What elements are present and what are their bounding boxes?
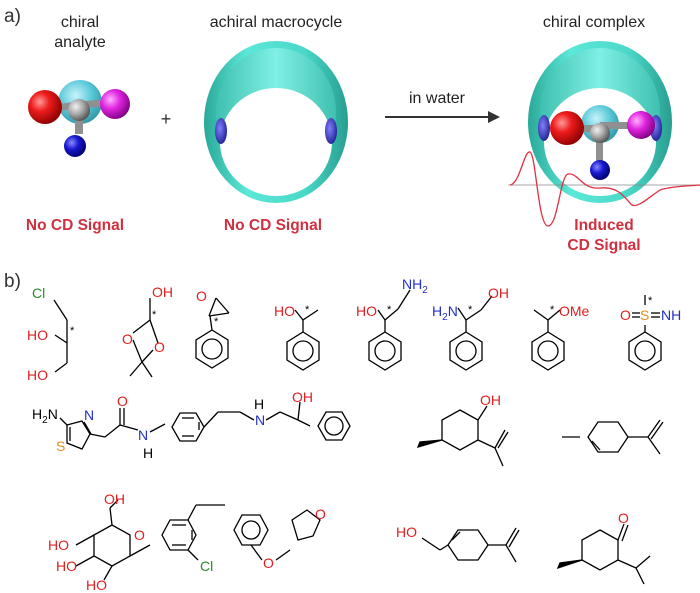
atom-s: S — [640, 307, 649, 323]
ring-cavity — [220, 88, 332, 196]
blue-atom — [590, 160, 610, 180]
atom-ho: HO — [396, 524, 417, 540]
complex-title: chiral complex — [543, 14, 645, 31]
blue-binding-site — [538, 115, 550, 141]
structure-perillyl-alcohol — [421, 527, 520, 563]
reaction-arrow-group: in water — [385, 90, 500, 123]
stereocenter-star: * — [550, 304, 555, 316]
atom-oh: OH — [152, 284, 173, 300]
structure-methoxyethylbenzene — [531, 309, 565, 371]
analyte-title-line2: analyte — [54, 34, 106, 51]
blue-binding-site — [325, 118, 337, 144]
arrow-head — [488, 111, 500, 123]
atom-o: O — [618, 510, 629, 526]
bond-stick — [600, 122, 630, 129]
analyte-status: No CD Signal — [26, 217, 124, 234]
atom-n: N — [255, 412, 265, 428]
atom-h2n: H2N — [32, 406, 58, 426]
atom-n: N — [138, 427, 148, 443]
atom-oh: OH — [104, 491, 125, 507]
stereocenter-star: * — [152, 309, 157, 321]
atom-ho: HO — [48, 537, 69, 553]
panel-b-label: b) — [4, 271, 21, 292]
structure-limonene — [562, 419, 664, 455]
atom-oh: OH — [488, 285, 509, 301]
central-carbon-atom — [590, 123, 610, 143]
red-atom — [28, 90, 62, 124]
atom-ho: HO — [27, 327, 48, 343]
atom-h2n: H2N — [432, 303, 458, 323]
atom-ho: HO — [86, 577, 107, 593]
atom-ho: HO — [356, 303, 377, 319]
cd-signal-curve — [509, 151, 700, 227]
stereocenter-star: * — [70, 325, 75, 337]
stereocenter-star: * — [387, 304, 392, 316]
atom-cl: Cl — [200, 558, 213, 574]
structure-mirabegron — [59, 401, 351, 450]
atom-nh2: NH2 — [402, 276, 428, 296]
complex-status-line1: Induced — [574, 217, 633, 234]
stereocenter-star: * — [468, 304, 473, 316]
panel-a: a) chiral analyte No CD Signal + achiral… — [4, 6, 700, 254]
chiral-complex-group: chiral complex Induced CD Sign — [508, 14, 700, 254]
atom-o: O — [122, 331, 133, 347]
stereocenter-star: * — [648, 295, 653, 307]
arrow-label: in water — [409, 90, 466, 107]
complex-model — [508, 41, 700, 227]
atom-o: O — [134, 527, 145, 543]
achiral-macrocycle-group: achiral macrocycle No CD Signal — [204, 14, 348, 234]
atom-o: O — [117, 393, 128, 409]
atom-o: O — [196, 288, 207, 304]
macrocycle-title: achiral macrocycle — [210, 14, 343, 31]
macrocycle-ring-model — [204, 41, 348, 203]
analyte-title-line1: chiral — [61, 14, 99, 31]
atom-o: O — [620, 307, 631, 323]
structure-aminophenylethanol — [368, 289, 411, 371]
structure-dihydrocarveol — [416, 405, 509, 467]
structure-phenylglycinol — [449, 295, 493, 371]
atom-h: H — [254, 396, 264, 412]
macrocycle-status: No CD Signal — [224, 217, 322, 234]
blue-binding-site — [215, 118, 227, 144]
red-atom — [550, 111, 584, 145]
atom-n: N — [84, 407, 94, 423]
structure-menthone — [556, 523, 651, 585]
plus-sign: + — [161, 109, 172, 129]
atom-nh: NH — [661, 307, 681, 323]
atom-ho: HO — [27, 367, 48, 383]
structure-empagliflozin — [75, 499, 321, 581]
structure-styrene-oxide — [195, 297, 230, 369]
stereocenter-star: * — [214, 316, 219, 328]
analyte-molecule-model — [28, 80, 130, 157]
magenta-atom — [627, 111, 655, 139]
structure-chloropropanediol — [53, 299, 68, 373]
atom-o: O — [263, 555, 274, 571]
atom-oh: OH — [480, 392, 501, 408]
atom-ome: OMe — [559, 303, 590, 319]
atom-ho: HO — [56, 558, 77, 574]
blue-atom — [64, 135, 86, 157]
atom-h: H — [143, 445, 153, 461]
panel-a-label: a) — [4, 6, 21, 27]
chiral-analyte-group: chiral analyte No CD Signal — [26, 14, 130, 234]
atom-cl: Cl — [32, 285, 45, 301]
structure-phenylethanol — [286, 309, 320, 371]
stereocenter-star: * — [305, 304, 310, 316]
atom-o: O — [154, 339, 165, 355]
structure-sulfoximine — [628, 295, 662, 371]
panel-b: b) Cl HO HO * OH O O * — [4, 271, 681, 593]
bond-stick — [596, 128, 603, 162]
atom-o: O — [315, 506, 326, 522]
central-carbon-atom — [68, 99, 90, 121]
atom-s: S — [56, 438, 65, 454]
bond-stick — [572, 125, 600, 132]
structure-solketal — [129, 298, 159, 378]
atom-oh: OH — [292, 389, 313, 405]
complex-status-line2: CD Signal — [567, 237, 640, 254]
magenta-atom — [100, 89, 130, 119]
atom-ho: HO — [274, 303, 295, 319]
